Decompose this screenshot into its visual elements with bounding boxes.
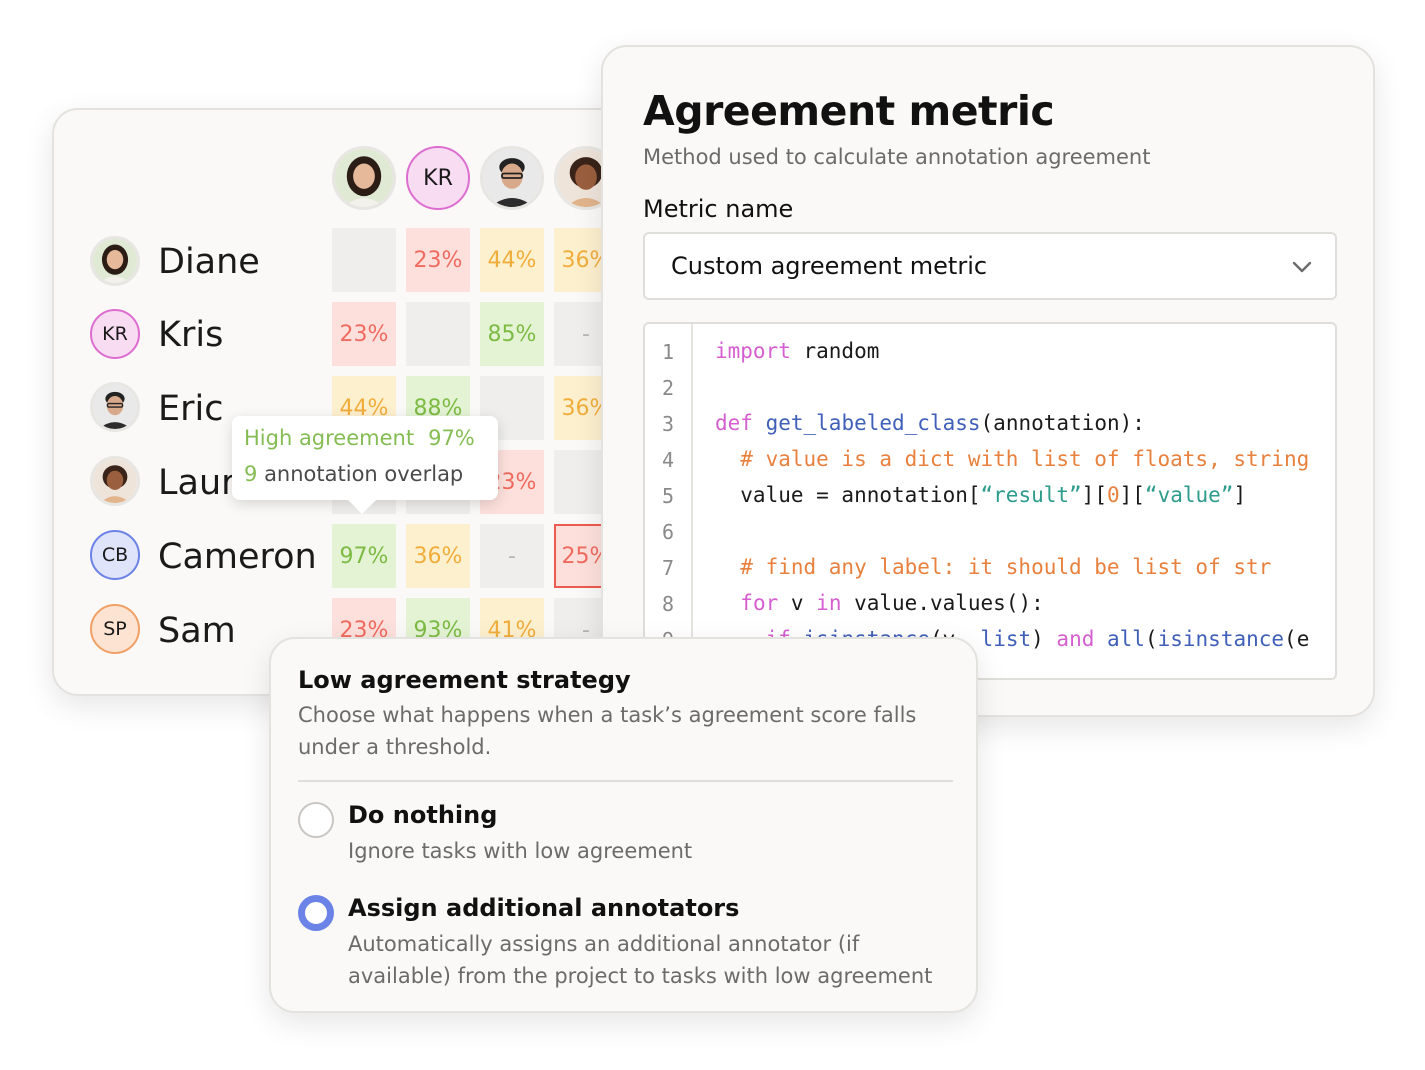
agreement-matrix-card: KR Diane KR Kris <box>52 108 652 696</box>
metric-name-select[interactable]: Custom agreement metric <box>643 232 1337 300</box>
assign-annotators-radio[interactable] <box>298 895 334 931</box>
assign-annotators-description: Automatically assigns an additional anno… <box>348 932 933 988</box>
row-avatar-diane <box>90 236 140 286</box>
row-avatar-laura <box>90 456 140 506</box>
strategy-title: Low agreement strategy <box>298 666 631 694</box>
do-nothing-description: Ignore tasks with low agreement <box>348 839 693 863</box>
row-name: Sam <box>158 611 236 651</box>
row-avatar-cameron: CB <box>90 530 140 580</box>
line-number: 8 <box>661 592 675 616</box>
low-agreement-strategy-card: Low agreement strategy Choose what happe… <box>269 637 978 1013</box>
person-photo-icon <box>93 239 137 283</box>
line-number: 4 <box>661 448 675 472</box>
agreement-cell[interactable]: 85% <box>480 302 544 366</box>
metric-name-label: Metric name <box>643 195 794 223</box>
code-line: for v in value.values(): <box>740 591 1044 615</box>
row-name: Eric <box>158 389 224 429</box>
code-line: import random <box>715 339 880 363</box>
code-line: value = annotation[“result”][0][“value”] <box>715 483 1247 507</box>
strategy-description: Choose what happens when a task’s agreem… <box>298 703 917 759</box>
person-photo-icon <box>483 149 541 207</box>
line-number: 5 <box>661 484 675 508</box>
do-nothing-radio[interactable] <box>298 802 334 838</box>
agreement-cell[interactable]: 23% <box>406 228 470 292</box>
agreement-cell[interactable] <box>332 228 396 292</box>
person-photo-icon <box>335 149 393 207</box>
tooltip-percent: 97% <box>428 426 475 450</box>
agreement-cell[interactable]: 44% <box>480 228 544 292</box>
column-avatar-kris[interactable]: KR <box>406 146 470 210</box>
line-number: 1 <box>661 340 675 364</box>
tooltip-overlap-count: 9 <box>244 462 258 486</box>
row-avatar-eric <box>90 382 140 432</box>
row-avatar-sam: SP <box>90 604 140 654</box>
code-editor[interactable]: 1 2 3 4 5 6 7 8 9 import random def get_… <box>643 322 1337 680</box>
agreement-cell[interactable]: 23% <box>332 302 396 366</box>
row-avatar-kris: KR <box>90 309 140 359</box>
line-number: 2 <box>661 376 675 400</box>
divider <box>298 780 953 782</box>
person-photo-icon <box>93 459 137 503</box>
tooltip-overlap: 9 annotation overlap <box>244 462 486 486</box>
line-number-gutter: 1 2 3 4 5 6 7 8 9 <box>645 324 693 678</box>
do-nothing-label[interactable]: Do nothing <box>348 801 498 829</box>
agreement-metric-card: Agreement metric Method used to calculat… <box>601 45 1375 717</box>
agreement-cell[interactable] <box>406 302 470 366</box>
row-name: Diane <box>158 242 260 282</box>
code-line: def get_labeled_class(annotation): <box>715 411 1145 435</box>
row-name: Cameron <box>158 537 317 577</box>
row-name: Kris <box>158 315 224 355</box>
code-line: # value is a dict with list of floats, s… <box>715 447 1310 471</box>
line-number: 6 <box>661 520 675 544</box>
chevron-down-icon <box>1292 261 1312 273</box>
column-avatar-eric[interactable] <box>480 146 544 210</box>
tooltip-overlap-label: annotation overlap <box>264 462 464 486</box>
agreement-cell[interactable]: 97% <box>332 524 396 588</box>
column-avatar-diane[interactable] <box>332 146 396 210</box>
agreement-cell[interactable]: 36% <box>406 524 470 588</box>
metric-subtitle: Method used to calculate annotation agre… <box>643 145 1151 169</box>
assign-annotators-label[interactable]: Assign additional annotators <box>348 894 740 922</box>
code-line: # find any label: it should be list of s… <box>715 555 1272 579</box>
line-number: 3 <box>661 412 675 436</box>
line-number: 7 <box>661 556 675 580</box>
metric-selected-value: Custom agreement metric <box>671 252 988 280</box>
metric-title: Agreement metric <box>643 87 1055 135</box>
person-photo-icon <box>93 385 137 429</box>
agreement-cell[interactable]: - <box>480 524 544 588</box>
